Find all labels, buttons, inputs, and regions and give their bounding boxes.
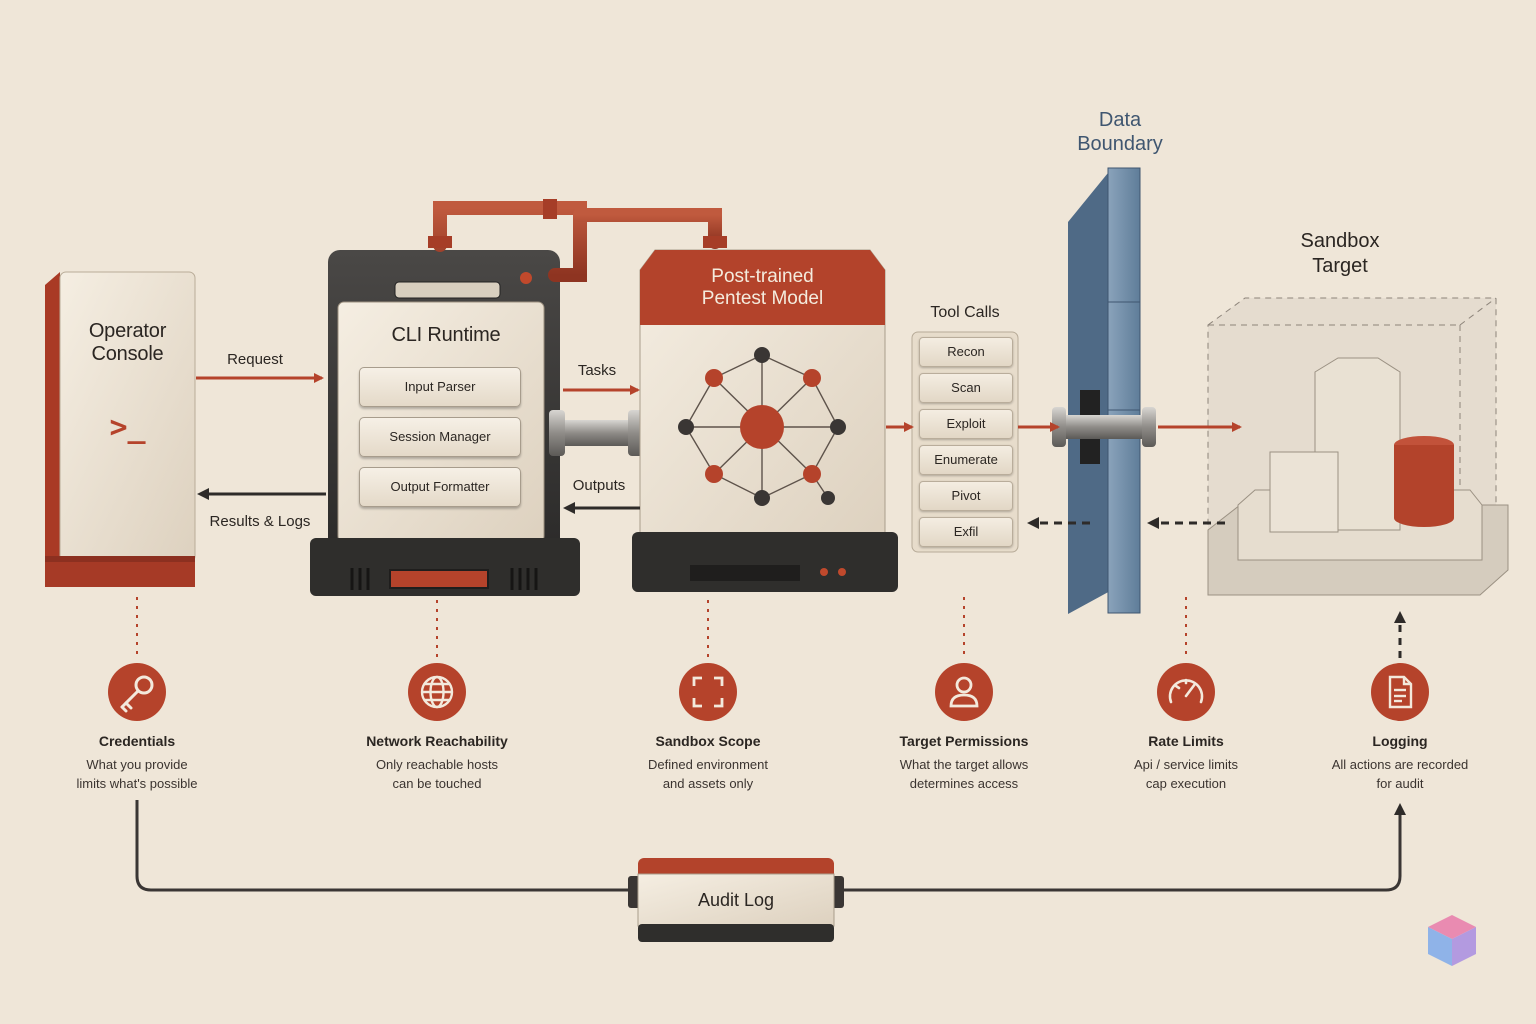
operator-console-title-line1: Operator xyxy=(89,320,166,342)
constraint-logging-desc-line1: All actions are recorded xyxy=(1300,755,1500,774)
module-session-manager[interactable]: Session Manager xyxy=(359,417,521,457)
tool-exfil[interactable]: Exfil xyxy=(919,517,1013,547)
data-boundary-title-line2: Boundary xyxy=(1077,133,1163,155)
edge-label-outputs: Outputs xyxy=(563,477,635,494)
constraint-sandbox-scope-title: Sandbox Scope xyxy=(608,733,808,749)
scope-icon xyxy=(679,663,737,721)
constraint-rate-limits-desc: Api / service limits cap execution xyxy=(1086,755,1286,793)
document-icon xyxy=(1371,663,1429,721)
constraint-credentials-desc-line1: What you provide xyxy=(37,755,237,774)
data-boundary-wall xyxy=(1068,168,1140,614)
runtime-model-coupling xyxy=(549,410,644,456)
sandbox-target-title: Sandbox Target xyxy=(1270,229,1410,279)
tool-calls-title: Tool Calls xyxy=(905,304,1025,322)
terminal-prompt-icon: >_ xyxy=(60,410,195,445)
tool-pivot[interactable]: Pivot xyxy=(919,481,1013,511)
edge-label-request: Request xyxy=(205,351,305,368)
constraint-permissions-title: Target Permissions xyxy=(864,733,1064,749)
user-icon xyxy=(935,663,993,721)
tool-enumerate[interactable]: Enumerate xyxy=(919,445,1013,475)
constraint-network-desc: Only reachable hosts can be touched xyxy=(337,755,537,793)
constraint-credentials-title: Credentials xyxy=(37,733,237,749)
watermark-logo xyxy=(1428,915,1476,966)
constraint-network-desc-line1: Only reachable hosts xyxy=(337,755,537,774)
data-boundary-title: Data Boundary xyxy=(1050,108,1190,156)
constraint-permissions-desc-line2: determines access xyxy=(864,774,1064,793)
operator-console-title-line2: Console xyxy=(92,343,164,365)
sandbox-target-title-line1: Sandbox xyxy=(1301,230,1380,252)
constraint-permissions-desc: What the target allows determines access xyxy=(864,755,1064,793)
edge-label-tasks: Tasks xyxy=(567,362,627,379)
module-output-formatter[interactable]: Output Formatter xyxy=(359,467,521,507)
constraint-sandbox-scope-desc: Defined environment and assets only xyxy=(608,755,808,793)
tool-recon[interactable]: Recon xyxy=(919,337,1013,367)
constraint-network-title: Network Reachability xyxy=(337,733,537,749)
constraint-credentials-desc: What you provide limits what's possible xyxy=(37,755,237,793)
sandbox-target-title-line2: Target xyxy=(1312,255,1368,277)
constraint-logging-title: Logging xyxy=(1300,733,1500,749)
data-boundary-title-line1: Data xyxy=(1099,109,1141,131)
sandbox-target-enclosure xyxy=(1208,298,1508,595)
pentest-model-title: Post-trained Pentest Model xyxy=(640,266,885,310)
gauge-icon xyxy=(1157,663,1215,721)
constraint-logging-desc: All actions are recorded for audit xyxy=(1300,755,1500,793)
constraint-permissions-desc-line1: What the target allows xyxy=(864,755,1064,774)
constraint-rate-limits-title: Rate Limits xyxy=(1086,733,1286,749)
operator-console-title: Operator Console xyxy=(60,320,195,366)
constraint-sandbox-scope-desc-line2: and assets only xyxy=(608,774,808,793)
pentest-model-title-line2: Pentest Model xyxy=(702,288,823,309)
module-input-parser[interactable]: Input Parser xyxy=(359,367,521,407)
tool-exploit[interactable]: Exploit xyxy=(919,409,1013,439)
constraint-rate-limits-desc-line1: Api / service limits xyxy=(1086,755,1286,774)
key-icon xyxy=(108,663,166,721)
constraint-sandbox-scope-desc-line1: Defined environment xyxy=(608,755,808,774)
tool-scan[interactable]: Scan xyxy=(919,373,1013,403)
constraint-credentials-desc-line2: limits what's possible xyxy=(37,774,237,793)
constraint-logging-desc-line2: for audit xyxy=(1300,774,1500,793)
edge-label-results-logs: Results & Logs xyxy=(200,513,320,530)
constraint-network-desc-line2: can be touched xyxy=(337,774,537,793)
globe-icon xyxy=(408,663,466,721)
audit-log-label: Audit Log xyxy=(638,890,834,911)
cli-runtime-title: CLI Runtime xyxy=(338,324,554,347)
constraint-connectors xyxy=(137,597,1186,660)
constraint-rate-limits-desc-line2: cap execution xyxy=(1086,774,1286,793)
pentest-model-title-line1: Post-trained xyxy=(711,266,813,287)
